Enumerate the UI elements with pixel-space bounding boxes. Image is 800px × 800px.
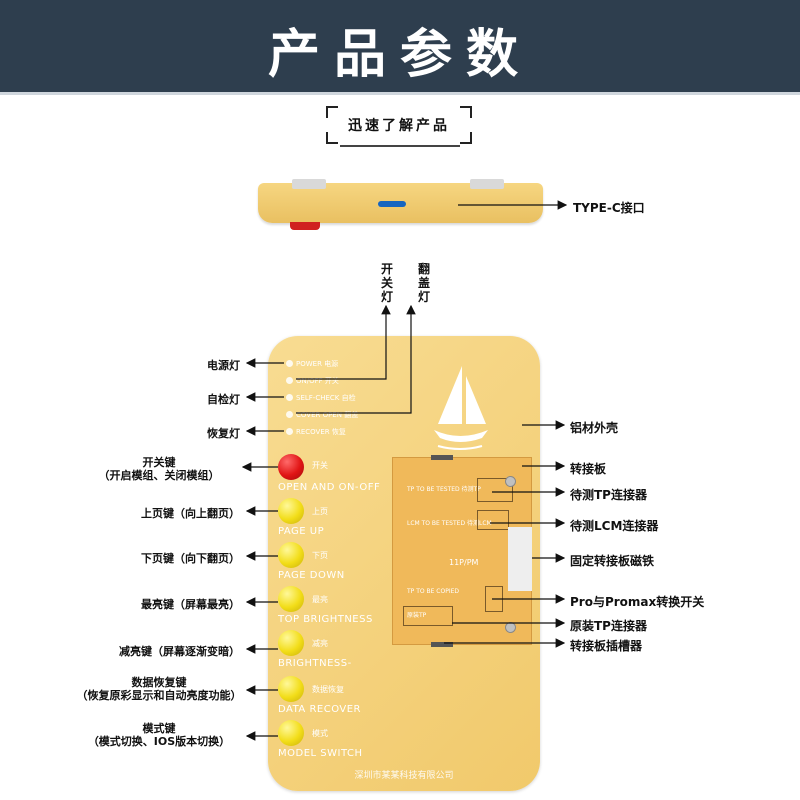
corner-bracket bbox=[460, 106, 472, 118]
side-red-button bbox=[290, 222, 320, 230]
label-page-down: 下页键（向下翻页） bbox=[141, 552, 240, 565]
key-cn-label: 上页 bbox=[312, 507, 328, 516]
key-en-label: PAGE DOWN bbox=[278, 570, 345, 581]
label-recover-light: 恢复灯 bbox=[207, 427, 240, 440]
key-cn-label: 模式 bbox=[312, 729, 328, 738]
key-en-label: MODEL SWITCH bbox=[278, 748, 363, 759]
led-power bbox=[286, 360, 293, 367]
led-label: POWER 电源 bbox=[296, 360, 339, 368]
label-selfcheck-light: 自检灯 bbox=[207, 393, 240, 406]
top-brightness-button[interactable] bbox=[278, 586, 304, 612]
board-tp-test-text: TP TO BE TESTED 待测TP bbox=[407, 486, 481, 493]
label-mode-desc: （模式切换、IOS版本切换） bbox=[87, 735, 231, 748]
screw-icon bbox=[505, 476, 516, 487]
corner-bracket bbox=[326, 106, 338, 118]
led-cover bbox=[286, 411, 293, 418]
label-power-key: 开关键 bbox=[142, 456, 176, 469]
board-slot bbox=[431, 642, 453, 647]
led-onoff bbox=[286, 377, 293, 384]
subtitle-underline bbox=[340, 145, 460, 147]
orig-tp-connector bbox=[403, 606, 453, 626]
label-mode: 模式键 bbox=[142, 722, 176, 735]
magnet bbox=[508, 527, 532, 591]
label-page-up: 上页键（向上翻页） bbox=[141, 507, 240, 520]
pro-promax-switch bbox=[485, 586, 503, 612]
label-power-light: 电源灯 bbox=[207, 359, 240, 372]
label-lcm-connector: 待测LCM连接器 bbox=[570, 519, 659, 533]
key-en-label: PAGE UP bbox=[278, 526, 325, 537]
label-restore: 数据恢复键 bbox=[131, 676, 187, 689]
label-restore-desc: （恢复原彩显示和自动亮度功能） bbox=[76, 689, 242, 702]
led-label: SELF-CHECK 自检 bbox=[296, 394, 356, 402]
tp-connector bbox=[477, 478, 513, 502]
label-cover-light: 翻盖灯 bbox=[417, 262, 430, 304]
screw-icon bbox=[505, 622, 516, 633]
data-recover-button[interactable] bbox=[278, 676, 304, 702]
power-key-button[interactable] bbox=[278, 454, 304, 480]
board-slot bbox=[431, 455, 453, 460]
label-adapter-board: 转接板 bbox=[570, 462, 607, 476]
device-footer-text: 深圳市某某科技有限公司 bbox=[354, 771, 454, 781]
key-en-label: DATA RECOVER bbox=[278, 704, 361, 715]
side-knob bbox=[470, 179, 504, 189]
label-magnet: 固定转接板磁铁 bbox=[570, 554, 655, 568]
key-cn-label: 下页 bbox=[312, 551, 328, 560]
led-label: ON/OFF 开关 bbox=[296, 377, 339, 385]
subtitle-text: 迅速了解产品 bbox=[348, 118, 450, 134]
label-tp-connector: 待测TP连接器 bbox=[570, 488, 647, 502]
lcm-connector bbox=[477, 510, 509, 530]
led-label: COVER OPEN 翻盖 bbox=[296, 411, 359, 419]
key-cn-label: 减亮 bbox=[312, 639, 328, 648]
key-en-label: OPEN AND ON-OFF bbox=[278, 482, 381, 493]
key-en-label: TOP BRIGHTNESS bbox=[278, 614, 373, 625]
led-label: RECOVER 恢复 bbox=[296, 428, 346, 436]
side-knob bbox=[292, 179, 326, 189]
label-type-c: TYPE-C接口 bbox=[573, 201, 645, 215]
subtitle-box: 迅速了解产品 bbox=[326, 106, 472, 144]
led-selfcheck bbox=[286, 394, 293, 401]
header-banner: 产品参数 bbox=[0, 0, 800, 95]
corner-bracket bbox=[326, 132, 338, 144]
brightness-down-button[interactable] bbox=[278, 630, 304, 656]
sailboat-logo-icon bbox=[434, 366, 488, 450]
page-up-button[interactable] bbox=[278, 498, 304, 524]
label-brightest: 最亮键（屏幕最亮） bbox=[141, 598, 240, 611]
key-cn-label: 开关 bbox=[312, 461, 328, 470]
label-shell: 铝材外壳 bbox=[570, 421, 619, 435]
board-orig-tp-text: 原装TP bbox=[407, 612, 427, 619]
page-down-button[interactable] bbox=[278, 542, 304, 568]
key-en-label: BRIGHTNESS- bbox=[278, 658, 352, 669]
label-switch-light: 开关灯 bbox=[380, 262, 393, 304]
label-power-key-desc: （开启模组、关闭模组） bbox=[98, 469, 220, 482]
corner-bracket bbox=[460, 132, 472, 144]
key-cn-label: 最亮 bbox=[312, 595, 328, 604]
page-title: 产品参数 bbox=[267, 25, 532, 85]
label-slot: 转接板插槽器 bbox=[570, 639, 643, 653]
label-dimmer: 减亮键（屏幕逐渐变暗） bbox=[119, 645, 240, 658]
board-tp-copied-text: TP TO BE COPIED bbox=[407, 588, 460, 595]
type-c-port bbox=[378, 201, 406, 207]
key-cn-label: 数据恢复 bbox=[312, 685, 344, 694]
board-lcm-test-text: LCM TO BE TESTED 待测LCM bbox=[407, 520, 492, 527]
device-side-view bbox=[258, 179, 543, 223]
label-pro-switch: Pro与Promax转换开关 bbox=[570, 595, 705, 609]
board-model-text: 11P/PM bbox=[449, 558, 479, 567]
label-orig-tp-connector: 原装TP连接器 bbox=[570, 619, 647, 633]
mode-switch-button[interactable] bbox=[278, 720, 304, 746]
led-recover bbox=[286, 428, 293, 435]
